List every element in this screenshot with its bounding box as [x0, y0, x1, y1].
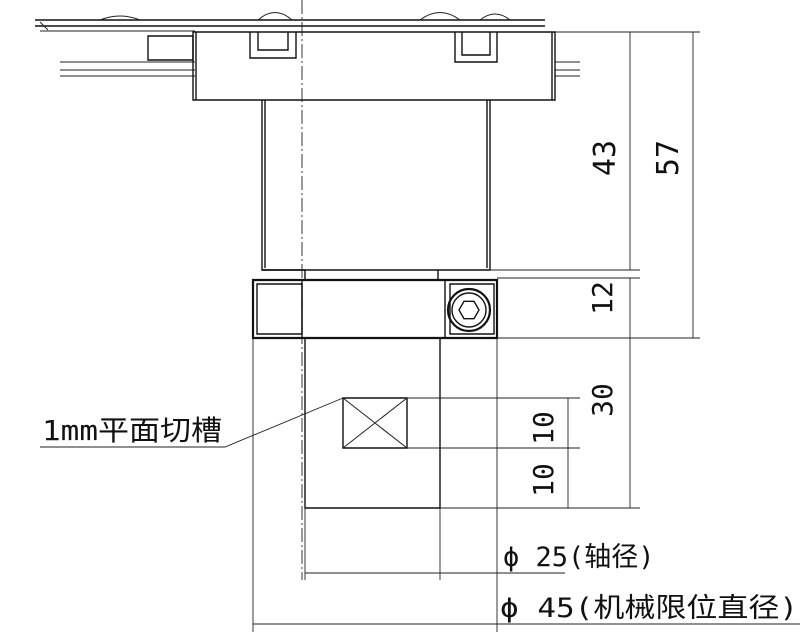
limit-diameter-label: ϕ 45(机械限位直径) [500, 593, 798, 624]
flat-groove-callout: 1mm平面切槽 [42, 414, 222, 447]
shaft-diameter-label: ϕ 25(轴径) [503, 542, 655, 573]
dimension-lines [253, 31, 800, 625]
dim-43: 43 [588, 140, 623, 176]
clamp-screw-head [446, 287, 492, 333]
flange [147, 31, 556, 101]
dim-10-upper: 10 [527, 411, 560, 445]
dim-12: 12 [586, 281, 619, 315]
clamp-hub [251, 278, 499, 340]
callout-leader [40, 397, 344, 448]
hex-socket [458, 300, 480, 320]
dim-57: 57 [651, 140, 686, 176]
output-shaft [304, 338, 441, 509]
top-plate [35, 12, 580, 77]
dim-10-lower: 10 [527, 463, 560, 497]
dim-30: 30 [586, 383, 619, 417]
motor-body [261, 100, 491, 280]
